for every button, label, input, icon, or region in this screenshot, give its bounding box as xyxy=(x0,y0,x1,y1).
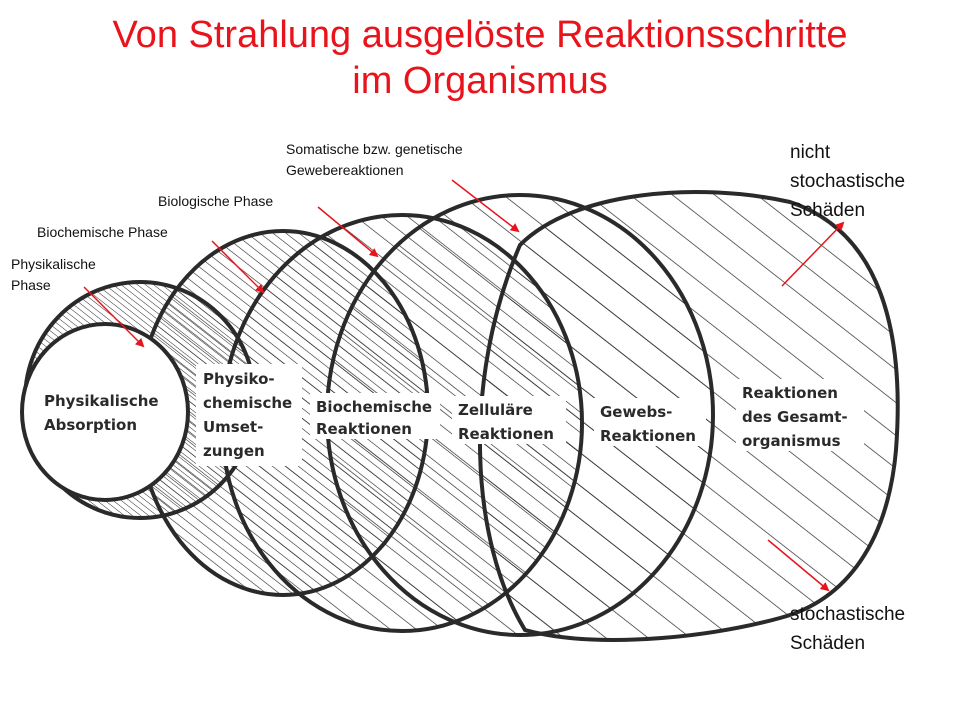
text-line: des Gesamt- xyxy=(742,408,848,426)
text-line: Physiko- xyxy=(203,370,275,388)
text-gesamtorganismus: Reaktionen des Gesamt- organismus xyxy=(742,384,853,450)
text-line: Physikalische xyxy=(44,392,159,410)
label-backing-gewebs xyxy=(594,398,706,446)
text-physikalische-absorption: Physikalische Absorption xyxy=(44,392,164,434)
text-line: Absorption xyxy=(44,416,137,434)
text-line: Umset- xyxy=(203,418,263,436)
text-gewebs-reaktionen: Gewebs- Reaktionen xyxy=(600,403,696,445)
page-title: Von Strahlung ausgelöste Reaktionsschrit… xyxy=(0,12,960,104)
text-line: Reaktionen xyxy=(458,425,554,443)
text-biochemische-reaktionen: Biochemische Reaktionen xyxy=(316,398,437,438)
label-stochastische-schaeden: stochastische Schäden xyxy=(790,604,906,654)
title-line-1: Von Strahlung ausgelöste Reaktionsschrit… xyxy=(112,14,848,56)
arrow-somatische-reaktionen xyxy=(451,179,520,233)
text-line: Reaktionen xyxy=(742,384,838,402)
arrow-biologische-phase xyxy=(317,206,379,258)
text-line: chemische xyxy=(203,394,292,412)
label-biochemische-phase: Biochemische Phase xyxy=(37,224,168,240)
label-backing-zellulaer xyxy=(452,396,566,444)
text-line: Zelluläre xyxy=(458,401,533,419)
label-biologische-phase: Biologische Phase xyxy=(158,193,274,209)
label-backing-biochemisch xyxy=(310,393,440,439)
label-nicht-stochastische-schaeden: nicht stochastische Schäden xyxy=(790,142,906,221)
text-line: organismus xyxy=(742,432,841,450)
arrow-biochemische-phase xyxy=(211,240,265,294)
text-line: Biochemische xyxy=(316,398,432,416)
label-somatische-gewebereaktionen: Somatische bzw. genetische Gewebereaktio… xyxy=(286,141,463,178)
text-line: zungen xyxy=(203,442,265,460)
text-line: Gewebs- xyxy=(600,403,672,421)
circle-physikalische-absorption xyxy=(20,322,190,502)
label-physikalische-phase: Physikalische Phase xyxy=(11,256,96,293)
arrow-physikalische-phase xyxy=(83,286,145,348)
text-zellulaere-reaktionen: Zelluläre Reaktionen xyxy=(458,401,554,443)
text-physikochemische-umsetzungen: Physiko- chemische Umset- zungen xyxy=(203,370,297,460)
text-line: Reaktionen xyxy=(316,420,412,438)
title-line-2: im Organismus xyxy=(352,60,608,102)
arrow-stochastische-schaeden xyxy=(767,539,830,592)
label-backing-physikochemisch xyxy=(196,364,302,466)
text-line: Reaktionen xyxy=(600,427,696,445)
arrow-nicht-stochastische-schaeden xyxy=(781,221,845,287)
label-backing-gesamt xyxy=(736,379,864,451)
